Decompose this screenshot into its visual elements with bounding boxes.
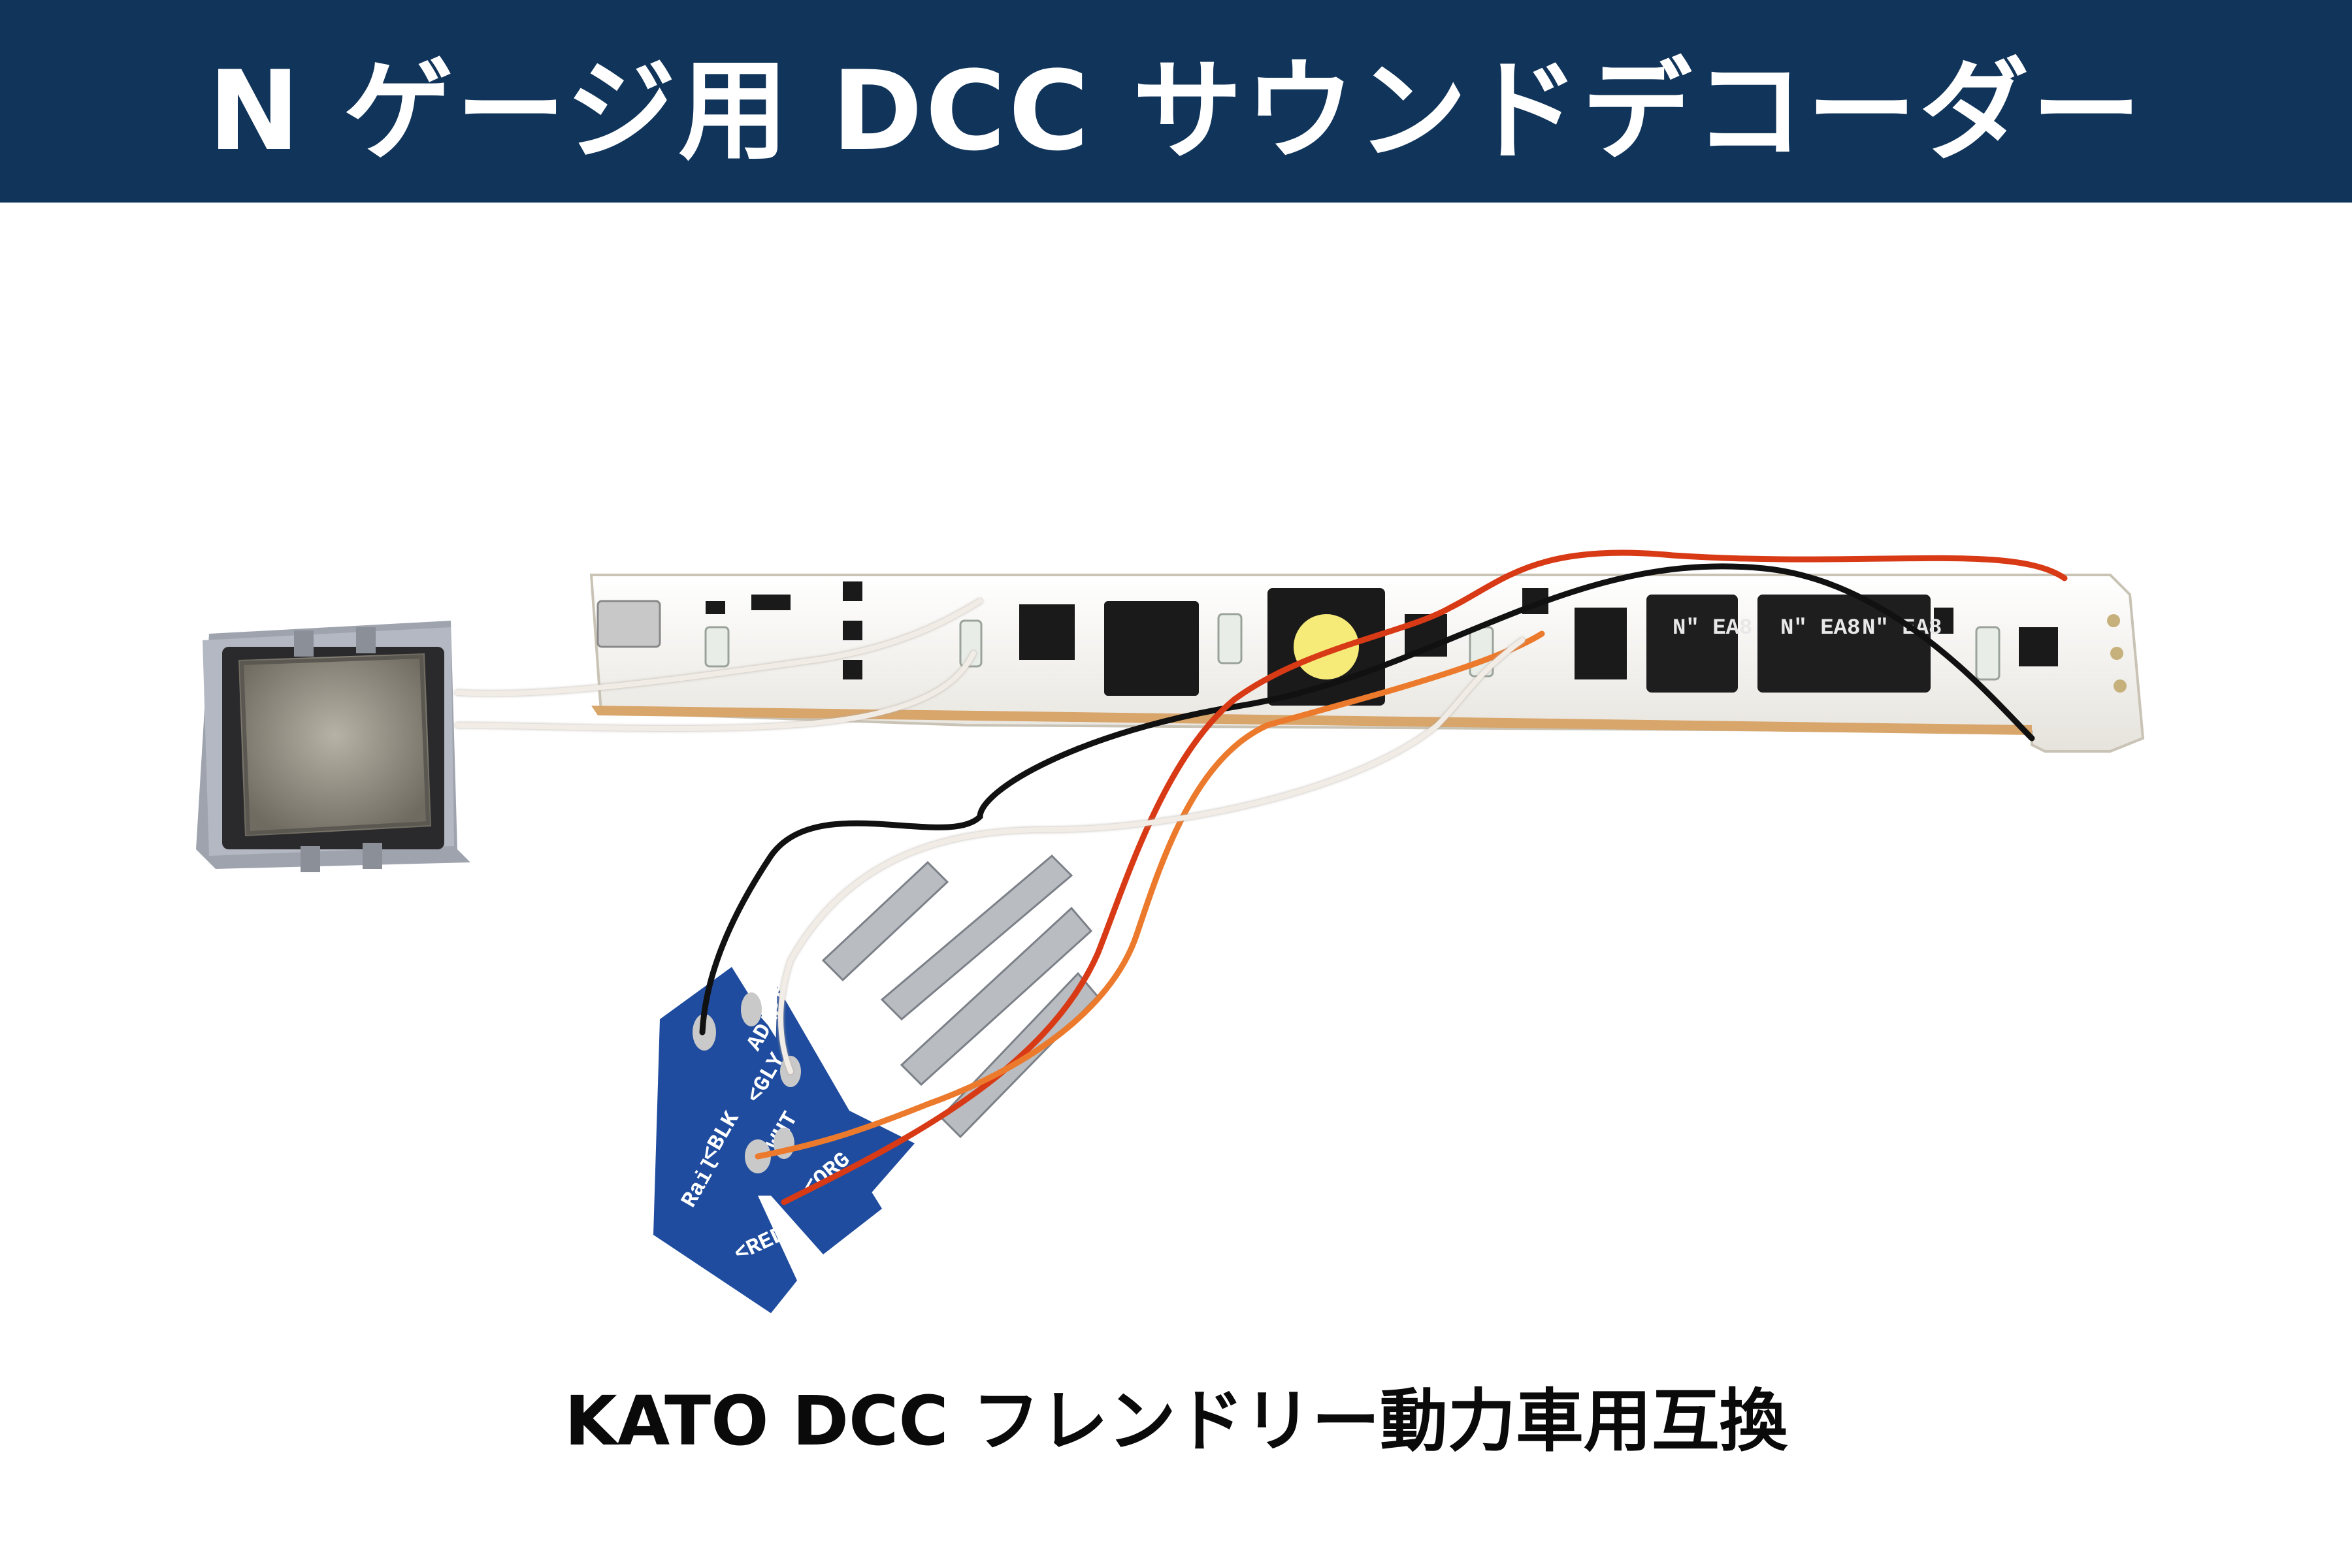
adapter-board: Rail <BLK <WHT <GLY <ORG <RED ADAPTER TR… (653, 854, 1100, 1313)
product-photo: Nʺ EA8 Nʺ EA8 Nʺ EA8 Rail <BLK <WHT <GLY… (196, 549, 2145, 1313)
inductor-label: Nʺ EA8 (1780, 616, 1860, 641)
speaker-cone (238, 653, 431, 836)
white-wire (455, 598, 983, 696)
ic-small (1019, 604, 1075, 660)
ic-driver (1575, 608, 1627, 679)
title-banner: N ゲージ用 DCC サウンドデコーダー (0, 0, 2352, 203)
usb-connector (596, 600, 661, 648)
white-wire (778, 638, 1525, 1074)
red-wire (781, 549, 2068, 1205)
wires (455, 549, 2068, 1205)
speaker (196, 621, 470, 872)
inductor-label: Nʺ EA8 (1673, 616, 1752, 641)
decoder-board: Nʺ EA8 Nʺ EA8 Nʺ EA8 (589, 574, 2145, 753)
orange-wire (755, 630, 1545, 1160)
black-wire (699, 563, 2035, 1036)
page-title: N ゲージ用 DCC サウンドデコーダー (208, 46, 2144, 175)
highlight-dot (1294, 614, 1359, 679)
product-caption: KATO DCC フレンドリー動力車用互換 (564, 1381, 1788, 1461)
inductor-row: Nʺ EA8 Nʺ EA8 Nʺ EA8 (1646, 595, 1942, 693)
white-wire (455, 651, 976, 731)
ic-main (1104, 601, 1199, 696)
